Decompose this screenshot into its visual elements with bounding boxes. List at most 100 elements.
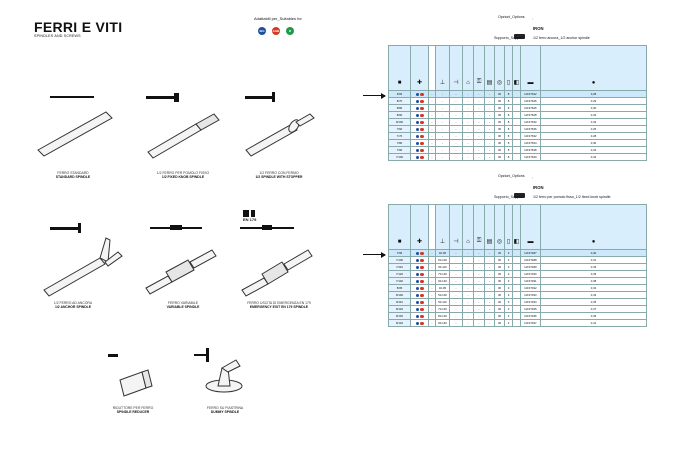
value-cell: -: [449, 97, 463, 105]
value-cell: -: [462, 97, 474, 105]
range-cell: -: [435, 132, 450, 140]
brand-dot-icon: [420, 265, 424, 270]
price-cell: 0,26: [540, 125, 647, 133]
value-cell: -: [484, 118, 495, 126]
price-cell: 0,34: [540, 153, 647, 161]
value-cell: -: [473, 111, 485, 119]
qty-cell: 30: [494, 312, 505, 320]
blank-cell: [512, 90, 521, 98]
value-cell: -: [462, 319, 474, 327]
value-cell: -: [462, 111, 474, 119]
value-cell: -: [428, 90, 436, 98]
value-cell: -: [473, 146, 485, 154]
value-cell: -: [484, 249, 495, 257]
range-cell: -: [435, 97, 450, 105]
anchor-spindle-icon: [43, 223, 123, 297]
blank-cell: [512, 125, 521, 133]
price-cell: 0,29: [540, 97, 647, 105]
product-card: FERRO VARIABILE VARIABLE SPINDLE: [128, 301, 238, 309]
value-cell: -: [428, 312, 436, 320]
value-cell: -: [484, 284, 495, 292]
product-card: 1/2 FERRO AD ANCORA 1/2 ANCHOR SPINDLE: [18, 301, 128, 309]
finish-swatch: [514, 26, 525, 44]
coin-icon: ◎: [494, 45, 505, 91]
pack-cell: 8: [504, 104, 513, 112]
qty-cell: 30: [494, 277, 505, 285]
range-cell: -: [435, 118, 450, 126]
value-cell: -: [428, 298, 436, 306]
qty-cell: 30: [494, 104, 505, 112]
range-cell: 90-140: [435, 319, 450, 327]
size-cell: 7/100: [388, 256, 411, 264]
value-cell: -: [484, 291, 495, 299]
value-cell: -: [473, 132, 485, 140]
product-card: 1/2 FERRO PER POMOLO FISSO 1/2 FIXED KNO…: [128, 171, 238, 179]
range-cell: -: [435, 104, 450, 112]
value-cell: -: [449, 263, 463, 271]
range-cell: -: [435, 153, 450, 161]
coin-icon: ◎: [494, 204, 505, 250]
value-cell: -: [484, 132, 495, 140]
row-pointer-arrow: [363, 251, 386, 258]
value-cell: -: [462, 249, 474, 257]
brand-dot-icon: [420, 148, 424, 153]
price-cell: 0,41: [540, 319, 647, 327]
variable-spindle-icon: [145, 225, 217, 295]
price-cell: 0,32: [540, 111, 647, 119]
value-cell: -: [473, 263, 485, 271]
pack-cell: 3: [504, 249, 513, 257]
value-cell: -: [428, 270, 436, 278]
price-cell: 0,35: [540, 270, 647, 278]
brand-dots-cell: [410, 277, 429, 285]
code-cell: IAF37487: [520, 249, 541, 257]
brand-dots-cell: [410, 153, 429, 161]
fixed-knob-spindle-icon: [146, 93, 220, 159]
brand-dot-icon: [420, 120, 424, 125]
value-cell: -: [449, 90, 463, 98]
code-cell: IAF37488: [520, 256, 541, 264]
brand-dot-icon: [415, 258, 419, 263]
value-cell: -: [484, 319, 495, 327]
size-cell: 7/70: [388, 132, 411, 140]
size-cell: 8/140: [388, 319, 411, 327]
code-cell: IAF37628: [520, 111, 541, 119]
size-cell: 8/100: [388, 291, 411, 299]
value-cell: -: [449, 139, 463, 147]
brand-dot-icon: [415, 99, 419, 104]
brand-dots-cell: [410, 270, 429, 278]
brand-dot-icon: [415, 272, 419, 277]
brand-dots-cell: [410, 263, 429, 271]
brand-dot-icon: [415, 293, 419, 298]
range-cell: 70-120: [435, 305, 450, 313]
value-cell: -: [428, 104, 436, 112]
qty-cell: 30: [494, 146, 505, 154]
pack-cell: 8: [504, 125, 513, 133]
size-cell: 7/120: [388, 270, 411, 278]
value-cell: -: [428, 97, 436, 105]
qty-cell: 30: [494, 270, 505, 278]
box-icon: ▤: [484, 45, 495, 91]
size-cell: 7/80: [388, 139, 411, 147]
value-cell: -: [449, 249, 463, 257]
value-cell: -: [473, 139, 485, 147]
value-cell: -: [462, 146, 474, 154]
product-name-en: 1/2 ANCHOR SPINDLE: [54, 305, 92, 309]
brand-dot-icon: [420, 141, 424, 146]
value-cell: -: [462, 125, 474, 133]
value-cell: -: [462, 153, 474, 161]
finish-swatch: [514, 185, 525, 203]
brand-dot-icon: [420, 127, 424, 132]
product-card: FERRO USCITA DI EMERGENZA EN 179 EMERGEN…: [224, 301, 334, 309]
options-label: Opzioni_Options: [498, 174, 525, 178]
range-cell: 60-110: [435, 263, 450, 271]
pack-cell: 3: [504, 284, 513, 292]
